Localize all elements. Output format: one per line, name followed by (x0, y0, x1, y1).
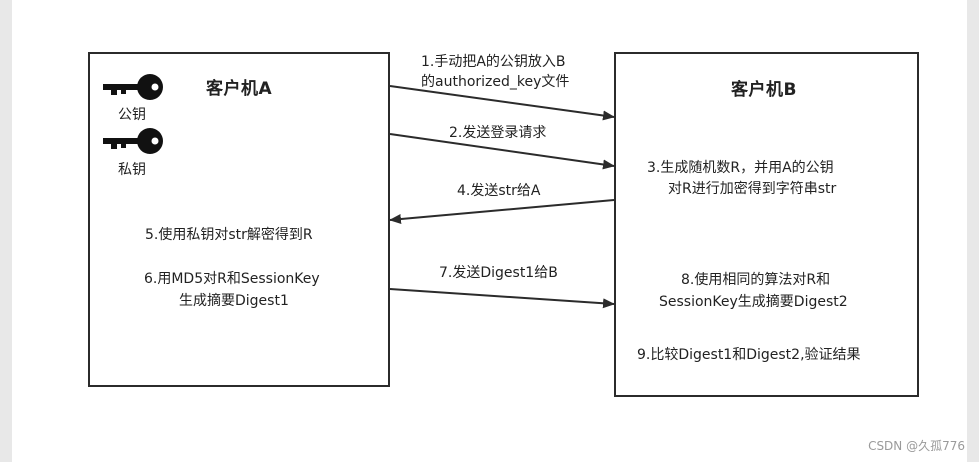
arrow-step4 (389, 199, 615, 225)
step1-line2: 的authorized_key文件 (421, 74, 570, 90)
public-key-label: 公钥 (118, 107, 146, 123)
step7-text: 7.发送Digest1给B (439, 265, 558, 281)
step2-text: 2.发送登录请求 (449, 125, 547, 141)
client-a-box (88, 52, 390, 387)
step3-line1: 3.生成随机数R，并用A的公钥 (647, 160, 834, 176)
left-edge (0, 0, 12, 462)
public-key-icon (101, 73, 163, 101)
client-b-box (614, 52, 919, 397)
step8-line1: 8.使用相同的算法对R和 (681, 272, 831, 288)
step1-line1: 1.手动把A的公钥放入B (421, 54, 566, 70)
step4-text: 4.发送str给A (457, 183, 541, 199)
step3-line2: 对R进行加密得到字符串str (668, 181, 837, 197)
step6-line2: 生成摘要Digest1 (179, 293, 289, 309)
private-key-icon (101, 127, 163, 155)
private-key-label: 私钥 (118, 162, 146, 178)
arrow-step2 (389, 133, 615, 170)
step9-text: 9.比较Digest1和Digest2,验证结果 (637, 347, 861, 363)
step8-line2: SessionKey生成摘要Digest2 (659, 294, 848, 310)
client-a-title: 客户机A (206, 79, 273, 99)
right-edge (967, 0, 979, 462)
step5-text: 5.使用私钥对str解密得到R (145, 227, 313, 243)
arrow-step1 (389, 85, 615, 121)
step6-line1: 6.用MD5对R和SessionKey (144, 271, 320, 287)
watermark: CSDN @久孤776 (868, 439, 965, 453)
client-b-title: 客户机B (731, 80, 797, 100)
arrow-step7 (389, 288, 615, 309)
